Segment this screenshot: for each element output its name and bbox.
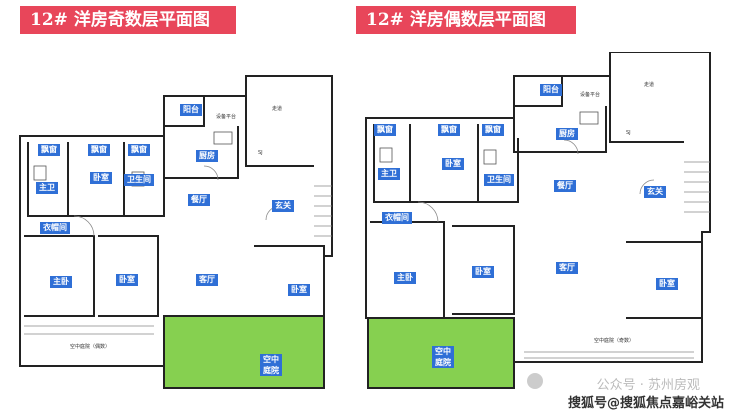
- odd-bay-window-2: 飘窗: [88, 144, 110, 156]
- even-bedroom-mid: 卧室: [472, 266, 494, 278]
- even-bedroom-right-wall: [626, 241, 703, 319]
- odd-walkway: 走道: [272, 106, 283, 112]
- even-entry: 玄关: [644, 186, 666, 198]
- odd-floor-plan-title: 12# 洋房奇数层平面图: [20, 6, 236, 34]
- odd-kitchen: 厨房: [196, 150, 218, 162]
- odd-bathroom: 卫生间: [124, 174, 154, 186]
- odd-entry: 玄关: [272, 200, 294, 212]
- odd-below-garden-lines: [24, 325, 154, 335]
- odd-sky-garden-line1: 空中: [263, 355, 279, 364]
- even-bay-window-2: 飘窗: [438, 124, 460, 136]
- even-stove-fixture: [579, 111, 599, 125]
- odd-bedroom-mid: 卧室: [116, 274, 138, 286]
- odd-bedroom-right-wall: [254, 245, 325, 317]
- even-bathroom: 卫生间: [484, 174, 514, 186]
- even-dining: 餐厅: [554, 180, 576, 192]
- even-walkway-wall: [609, 52, 684, 143]
- odd-bedroom-mid-wall: [98, 235, 159, 317]
- odd-cloakroom: 衣帽间: [40, 222, 70, 234]
- odd-stair-lines: [314, 185, 332, 237]
- even-outer-wall: [365, 52, 711, 363]
- odd-sky-garden-line2: 庭院: [263, 366, 279, 375]
- even-shaft: SJ: [626, 130, 631, 136]
- even-equipment-platform: 设备平台: [580, 92, 601, 98]
- even-bay-window-3: 飘窗: [482, 124, 504, 136]
- even-bedroom-top: 卧室: [442, 158, 464, 170]
- even-kitchen-wall: [513, 106, 607, 153]
- odd-bedroom-top: 卧室: [90, 172, 112, 184]
- odd-walkway-wall: [245, 76, 314, 167]
- even-floor-plan-title: 12# 洋房偶数层平面图: [356, 6, 576, 34]
- odd-shaft: SJ: [258, 150, 263, 156]
- odd-balcony-wall: [164, 95, 205, 127]
- odd-equipment-platform: 设备平台: [216, 114, 237, 120]
- odd-bay-window-1: 飘窗: [38, 144, 60, 156]
- even-balcony-wall: [514, 75, 563, 107]
- even-balcony: 阳台: [540, 84, 562, 96]
- odd-balcony: 阳台: [180, 104, 202, 116]
- even-below-garden-lines: [524, 351, 694, 359]
- even-master-bath: 主卫: [378, 168, 400, 180]
- even-bathroom-wall: [477, 138, 519, 203]
- wechat-icon: [527, 373, 543, 389]
- odd-bay-window-3: 飘窗: [128, 144, 150, 156]
- even-bedroom-mid-wall: [452, 225, 515, 315]
- odd-sky-garden-fill: [163, 315, 325, 389]
- odd-bedroom-right: 卧室: [288, 284, 310, 296]
- odd-below-garden-text: 空中庭院（偶数）: [70, 344, 111, 350]
- odd-living: 客厅: [196, 274, 218, 286]
- sohu-watermark: 搜狐号@搜狐焦点嘉峪关站: [567, 396, 724, 411]
- even-master-bedroom-wall: [370, 221, 445, 319]
- even-bay-window-1: 飘窗: [374, 124, 396, 136]
- odd-dining: 餐厅: [188, 194, 210, 206]
- odd-floor-plan: 飘窗 飘窗 飘窗 阳台 设备平台 走道 SJ 厨房 主卫 卧室 卫生间 餐厅 玄…: [14, 66, 344, 396]
- even-sky-garden: 空中 庭院: [432, 346, 454, 368]
- odd-kitchen-wall: [163, 126, 239, 179]
- even-door-swings: [417, 139, 655, 223]
- even-floor-plan-drawing: [365, 52, 711, 389]
- even-stair-lines: [684, 161, 710, 213]
- odd-master-bedroom: 主卧: [50, 276, 72, 288]
- odd-master-bedroom-wall: [24, 235, 95, 317]
- even-living: 客厅: [556, 262, 578, 274]
- even-floor-plan: 飘窗 飘窗 飘窗 阳台 设备平台 走道 SJ 厨房 主卫 卧室 卫生间 餐厅 玄…: [354, 52, 714, 398]
- odd-bathroom-wall: [123, 162, 165, 217]
- even-sky-garden-line2: 庭院: [435, 358, 451, 367]
- even-cloakroom: 衣帽间: [382, 212, 412, 224]
- even-toilet-fixture-2: [483, 149, 497, 165]
- even-below-garden-text: 空中庭院（奇数）: [594, 338, 635, 344]
- even-walkway: 走道: [644, 82, 655, 88]
- even-toilet-fixture: [379, 147, 393, 163]
- odd-sky-garden: 空中 庭院: [260, 354, 282, 376]
- odd-stove-fixture: [213, 131, 233, 145]
- even-kitchen: 厨房: [556, 128, 578, 140]
- even-master-bedroom: 主卧: [394, 272, 416, 284]
- wechat-watermark: 公众号 · 苏州房观: [596, 378, 700, 393]
- even-bedroom-right: 卧室: [656, 278, 678, 290]
- odd-toilet-fixture: [33, 165, 47, 181]
- odd-master-bath: 主卫: [36, 182, 58, 194]
- even-sky-garden-line1: 空中: [435, 347, 451, 356]
